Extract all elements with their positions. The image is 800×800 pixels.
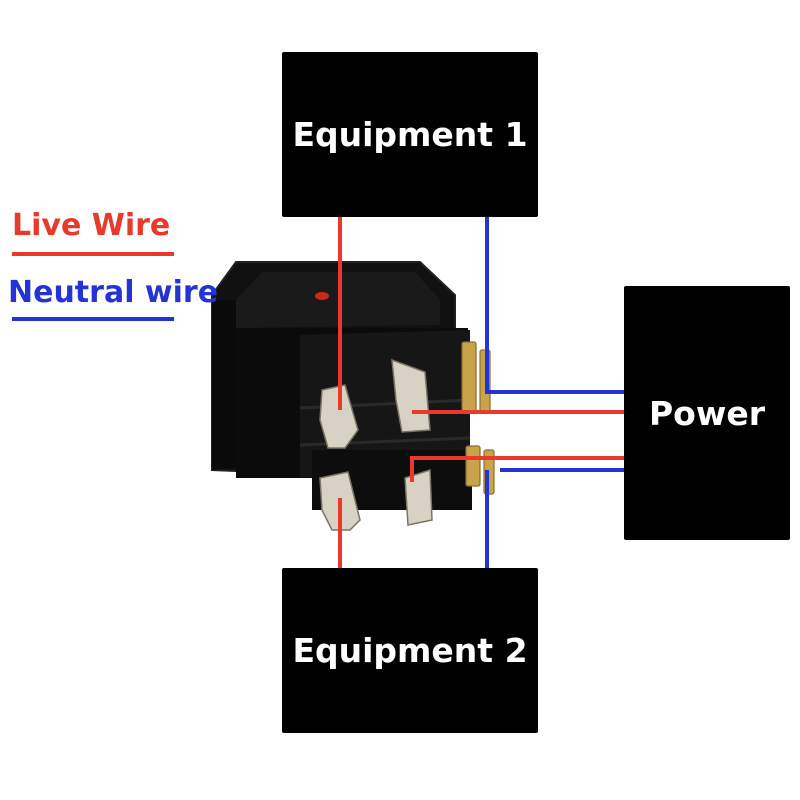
equipment-2-label: Equipment 2 — [292, 631, 528, 670]
neutral-wire-equipment-1 — [485, 217, 624, 394]
live-wire-power-lower — [410, 456, 624, 482]
power-box: Power — [624, 286, 790, 540]
indicator-led — [315, 292, 329, 300]
neutral-wire-legend-line — [12, 317, 174, 321]
brass-terminals — [461, 341, 495, 495]
power-label: Power — [649, 393, 765, 433]
neutral-wire-legend-label: Neutral wire — [8, 275, 219, 310]
live-wires — [338, 217, 624, 568]
equipment-2-box: Equipment 2 — [282, 568, 538, 733]
equipment-1-label: Equipment 1 — [292, 115, 528, 154]
live-wire-legend-line — [12, 252, 174, 256]
neutral-wires — [485, 217, 624, 568]
live-wire-legend-label: Live Wire — [12, 208, 171, 243]
equipment-1-box: Equipment 1 — [282, 52, 538, 217]
rocker-switch — [211, 261, 472, 510]
